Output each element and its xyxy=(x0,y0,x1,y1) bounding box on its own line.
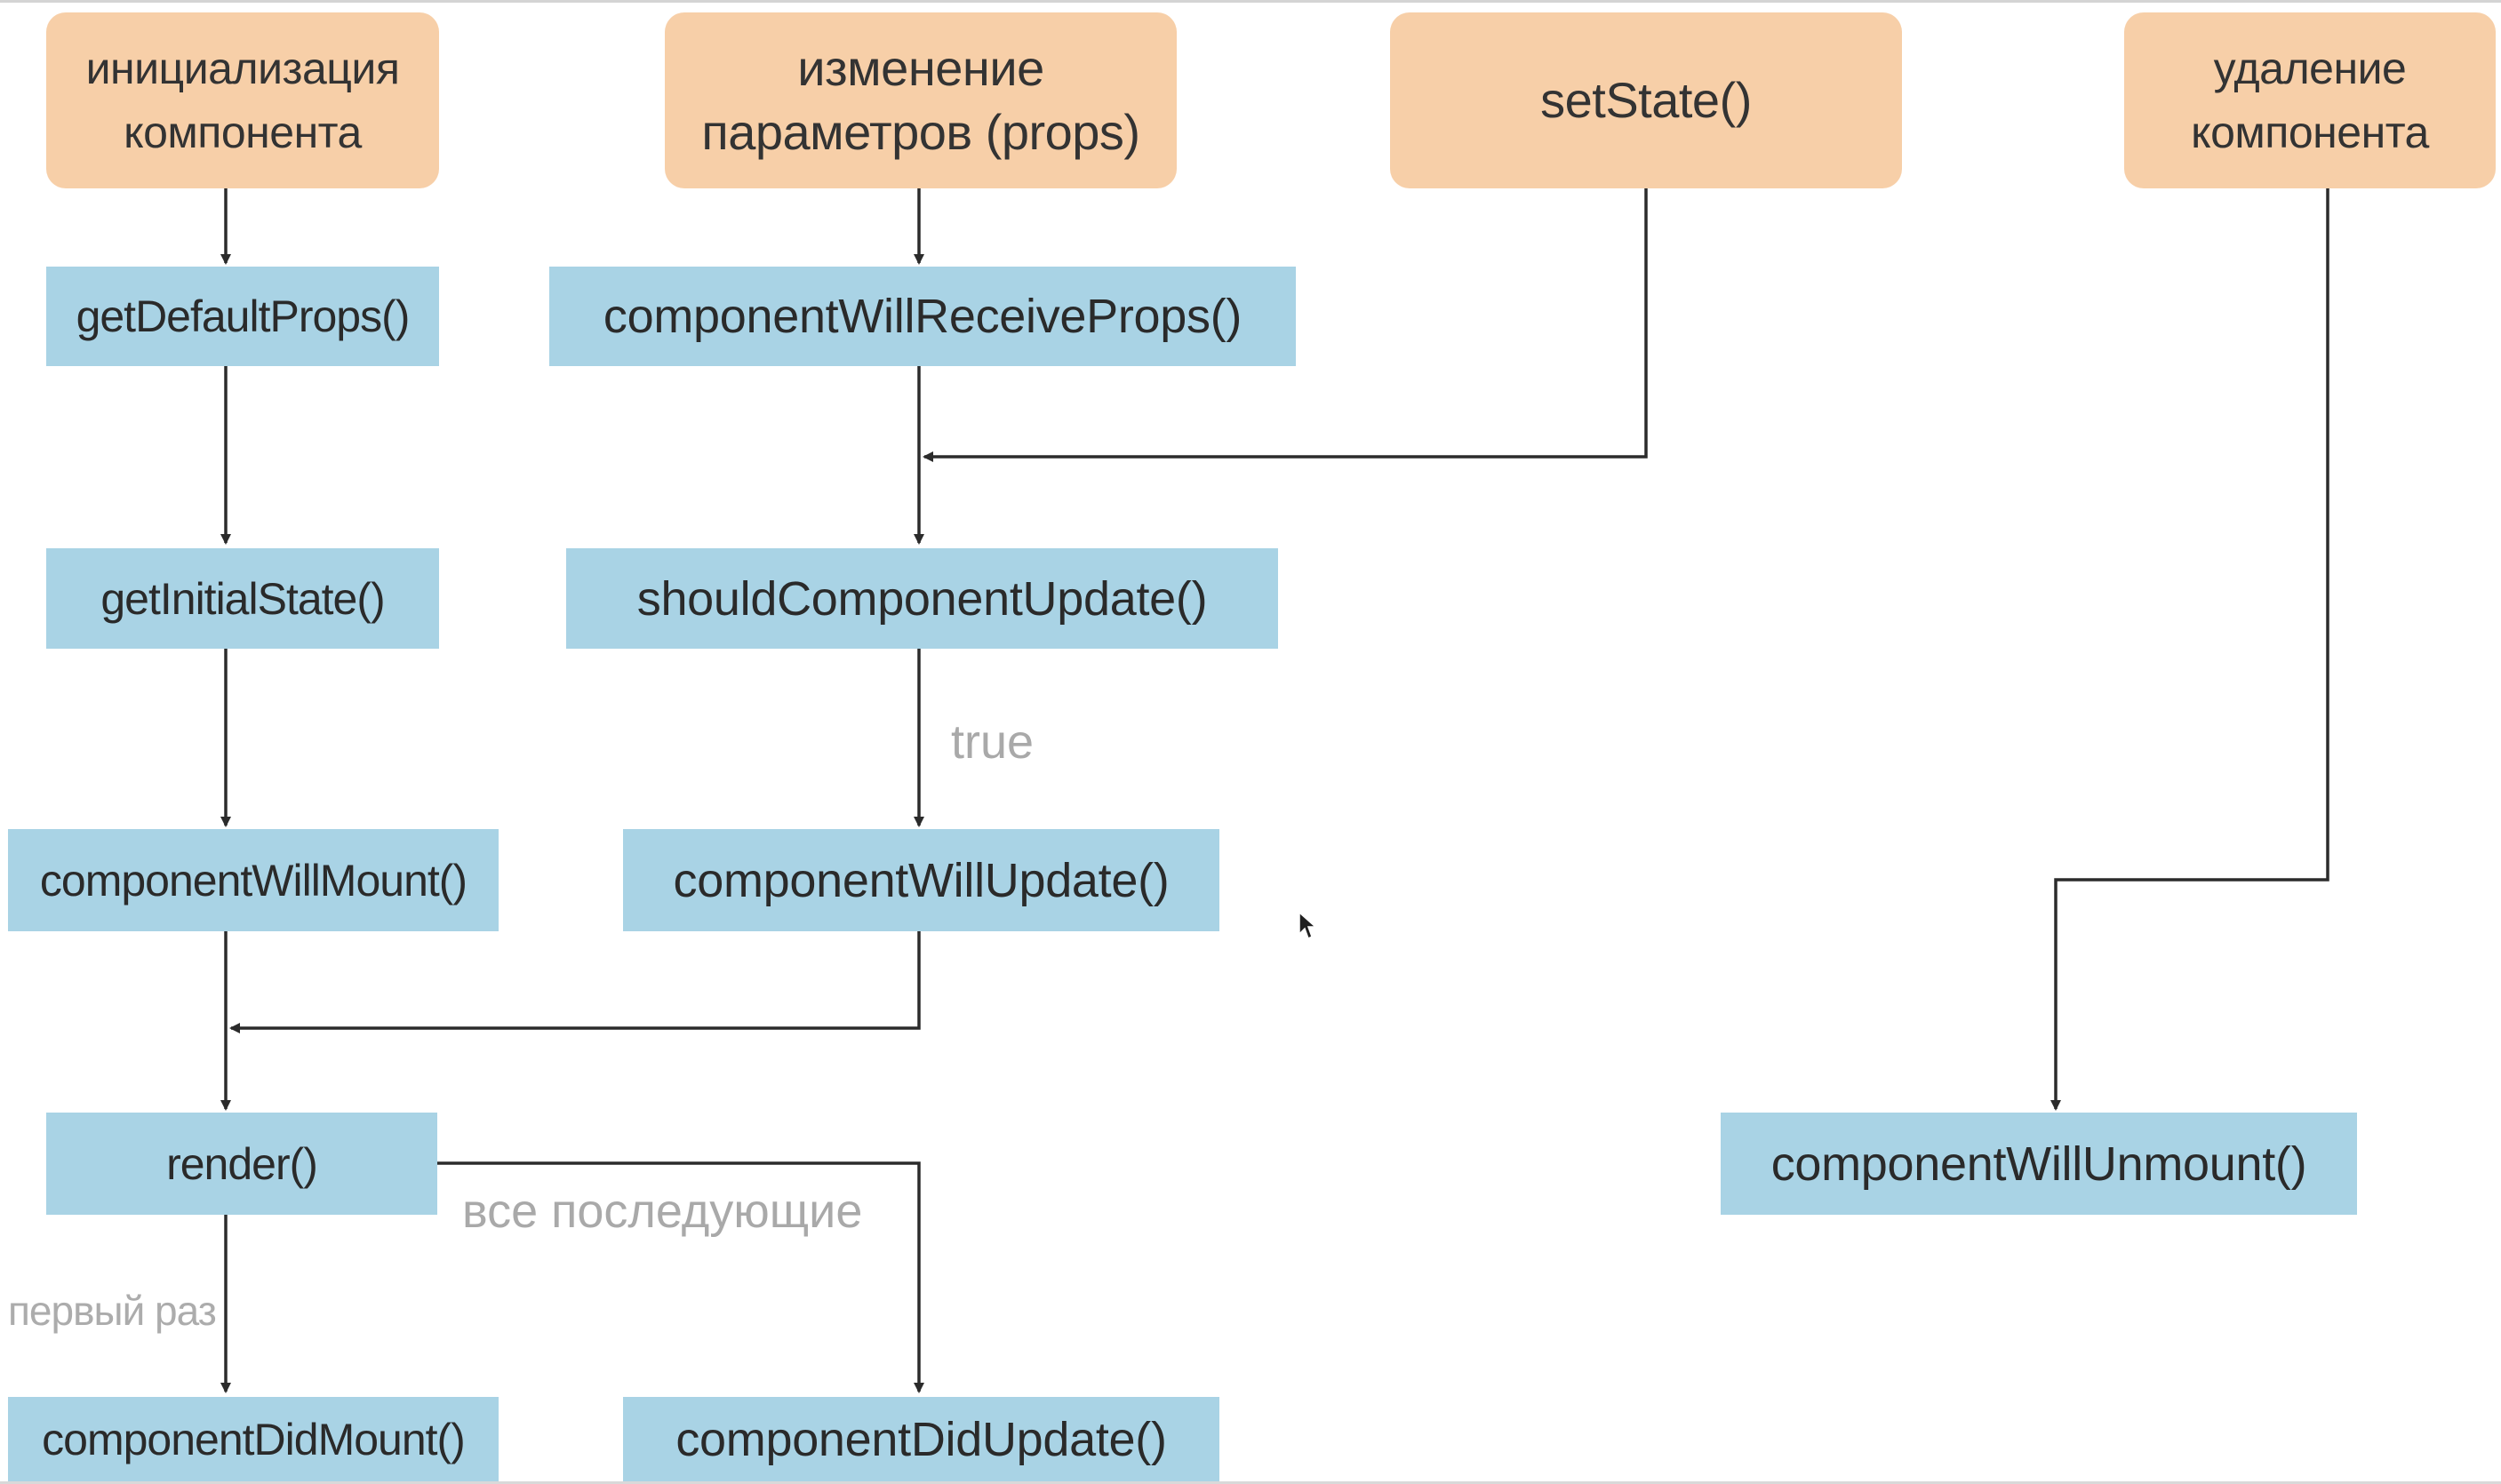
top-divider xyxy=(0,0,2501,3)
mouse-pointer-icon xyxy=(1298,911,1317,940)
arrow-render-to-componentdidupdate xyxy=(437,1161,924,1393)
label-true: true xyxy=(951,715,1035,769)
method-get-default-props: getDefaultProps() xyxy=(46,267,439,366)
method-component-did-mount: componentDidMount() xyxy=(8,1397,499,1481)
method-component-did-update: componentDidUpdate() xyxy=(623,1397,1219,1481)
event-props-change: изменение параметров (props) xyxy=(665,12,1177,188)
method-component-will-mount: componentWillMount() xyxy=(8,829,499,931)
event-component-removal: удаление компонента xyxy=(2124,12,2496,188)
method-component-will-update: componentWillUpdate() xyxy=(623,829,1219,931)
method-should-component-update: shouldComponentUpdate() xyxy=(566,548,1278,649)
label-all-subsequent: все последующие xyxy=(462,1185,863,1238)
event-set-state: setState() xyxy=(1390,12,1902,188)
method-component-will-unmount: componentWillUnmount() xyxy=(1721,1113,2357,1215)
method-get-initial-state: getInitialState() xyxy=(46,548,439,649)
arrow-componentwillupdate-to-render-path xyxy=(229,931,921,1033)
event-component-initialization: инициализация компонента xyxy=(46,12,439,188)
arrow-unmount-to-componentwillunmount xyxy=(2050,188,2329,1111)
method-render: render() xyxy=(46,1113,437,1215)
bottom-divider xyxy=(0,1481,2501,1484)
label-first-time: первый раз xyxy=(8,1288,217,1334)
method-component-will-receive-props: componentWillReceiveProps() xyxy=(549,267,1296,366)
arrow-setstate-to-merge xyxy=(923,188,1648,462)
